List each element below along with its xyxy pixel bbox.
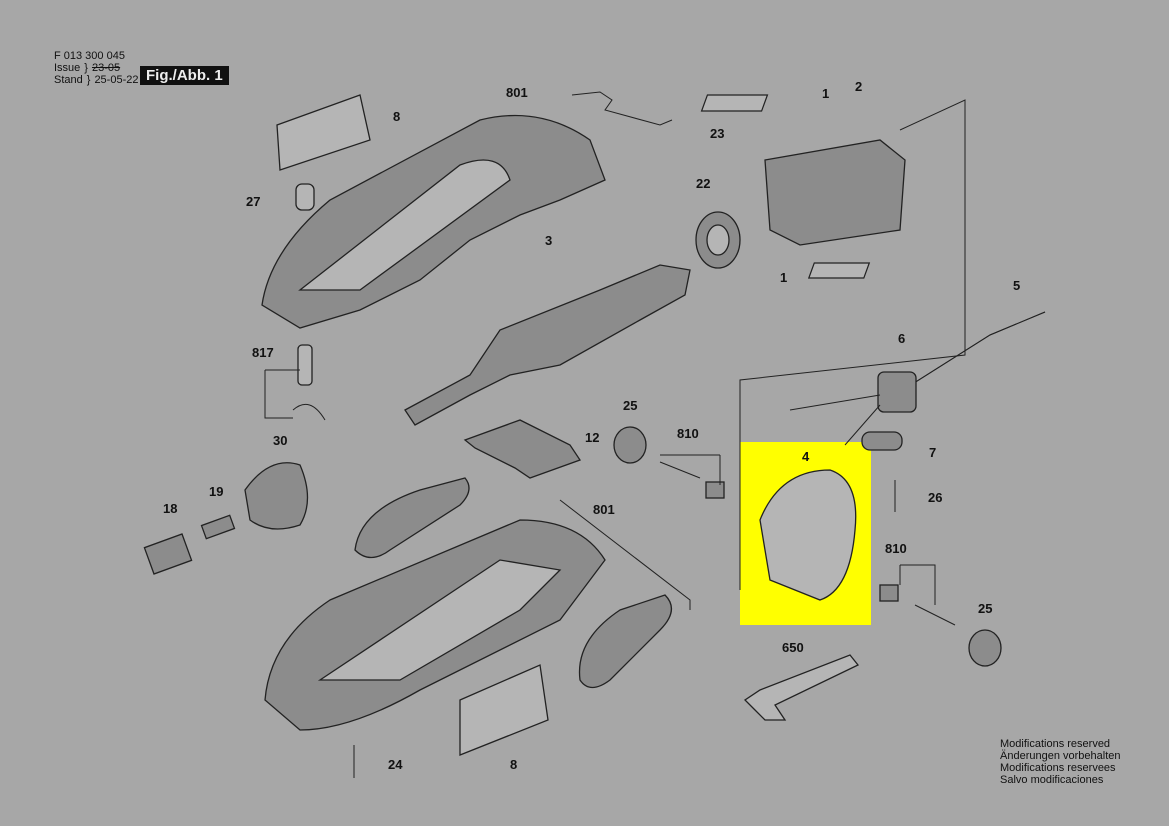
front-cap[interactable] xyxy=(354,477,470,559)
bracket-12[interactable] xyxy=(463,419,582,479)
insulator-1-top[interactable] xyxy=(700,94,769,112)
part-label[interactable]: 7 xyxy=(929,445,936,460)
part-label[interactable]: 30 xyxy=(273,433,287,448)
issue-label: Issue xyxy=(54,62,81,74)
part-label[interactable]: 817 xyxy=(252,345,274,360)
strain-relief-7[interactable] xyxy=(861,431,903,451)
power-cord[interactable] xyxy=(894,311,1046,396)
power-cord-core xyxy=(894,311,1046,396)
housing-top-grip xyxy=(298,159,511,291)
clip-23[interactable] xyxy=(571,91,673,126)
stand-label: Stand xyxy=(54,74,83,86)
old-date: 23-05 xyxy=(91,62,121,74)
brush-810-b[interactable] xyxy=(879,584,899,602)
part-labels: 801 8 27 23 1 2 22 1 3 5 6 817 25 810 12… xyxy=(163,79,1020,772)
bearing-22-bore xyxy=(706,224,730,256)
modification-notes: Modifications reserved Änderungen vorbeh… xyxy=(1000,738,1120,786)
part-label[interactable]: 18 xyxy=(163,501,177,516)
armature[interactable] xyxy=(404,264,691,426)
label-plate-8-top[interactable] xyxy=(276,94,371,171)
collet-nut-18[interactable] xyxy=(143,533,193,575)
nut-30[interactable] xyxy=(244,462,309,530)
part-label[interactable]: 3 xyxy=(545,233,552,248)
part-label[interactable]: 12 xyxy=(585,430,599,445)
cord-wires xyxy=(789,394,881,446)
brush-cap-25[interactable] xyxy=(613,426,647,464)
part-label[interactable]: 810 xyxy=(885,541,907,556)
cap-27[interactable] xyxy=(295,183,315,211)
part-label[interactable]: 2 xyxy=(855,79,862,94)
brush-cap-25-b[interactable] xyxy=(968,629,1002,667)
insulator-1-bottom[interactable] xyxy=(807,262,871,279)
part-label[interactable]: 23 xyxy=(710,126,724,141)
part-label[interactable]: 19 xyxy=(209,484,223,499)
wrench-650[interactable] xyxy=(743,654,860,721)
brush-810[interactable] xyxy=(705,481,725,499)
brush-spring-810-b[interactable] xyxy=(914,604,956,626)
part-label[interactable]: 6 xyxy=(898,331,905,346)
housing-bottom-inner xyxy=(317,559,562,681)
brush-holder-4[interactable] xyxy=(759,469,857,601)
part-label[interactable]: 1 xyxy=(780,270,787,285)
part-label[interactable]: 8 xyxy=(510,757,517,772)
part-label[interactable]: 1 xyxy=(822,86,829,101)
figure-label: Fig./Abb. 1 xyxy=(140,66,229,85)
cord-grommet[interactable] xyxy=(877,371,917,413)
part-label[interactable]: 8 xyxy=(393,109,400,124)
part-label[interactable]: 810 xyxy=(677,426,699,441)
label-plate-8-bottom[interactable] xyxy=(459,664,549,756)
rear-cap[interactable] xyxy=(578,594,672,689)
part-label[interactable]: 24 xyxy=(388,757,403,772)
part-label[interactable]: 801 xyxy=(593,502,615,517)
stand-date: 25-05-22 xyxy=(94,74,139,86)
part-label[interactable]: 650 xyxy=(782,640,804,655)
brush-spring-810[interactable] xyxy=(659,461,701,479)
document-header: F 013 300 045 Issue}23-05 Stand}25-05-22 xyxy=(54,50,139,86)
part-label[interactable]: 5 xyxy=(1013,278,1020,293)
ring-817[interactable] xyxy=(292,403,326,421)
leader-lines xyxy=(264,99,966,610)
part-label[interactable]: 25 xyxy=(978,601,992,616)
note-line: Änderungen vorbehalten xyxy=(1000,750,1121,762)
doc-number: F 013 300 045 xyxy=(54,50,125,62)
collet-19[interactable] xyxy=(200,514,236,540)
part-label[interactable]: 27 xyxy=(246,194,260,209)
part-label[interactable]: 26 xyxy=(928,490,942,505)
field-coil[interactable] xyxy=(764,139,906,246)
part-label[interactable]: 801 xyxy=(506,85,528,100)
part-label[interactable]: 25 xyxy=(623,398,637,413)
note-line: Modifications reserved xyxy=(1000,738,1111,750)
pin-817[interactable] xyxy=(297,344,313,386)
note-line: Salvo modificaciones xyxy=(1000,774,1104,786)
part-label[interactable]: 4 xyxy=(802,449,810,464)
note-line: Modifications reservees xyxy=(1000,762,1116,774)
part-label[interactable]: 22 xyxy=(696,176,710,191)
